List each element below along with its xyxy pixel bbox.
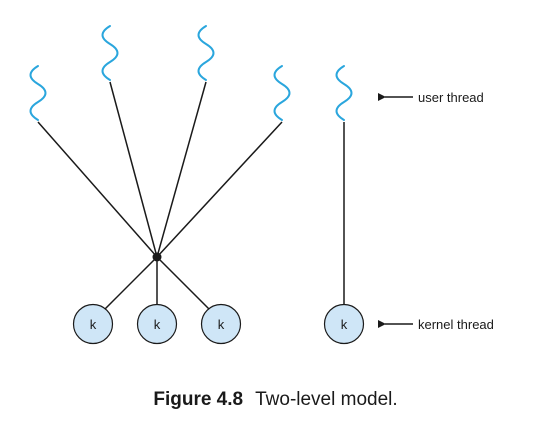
user-to-junction-line-4 <box>156 121 283 258</box>
kernel-thread-node-2: k <box>136 303 178 345</box>
user-thread-squiggle-5 <box>335 65 353 121</box>
user-to-junction-line-2 <box>109 81 158 258</box>
kernel-thread-node-1: k <box>72 303 114 345</box>
multiplex-junction-dot <box>152 252 162 262</box>
junction-to-kernel-line-3 <box>156 256 211 311</box>
user-to-junction-line-1 <box>37 121 158 258</box>
kernel-thread-symbol: k <box>341 317 348 332</box>
user-thread-squiggle-1 <box>29 65 47 121</box>
figure-title: Two-level model. <box>255 389 398 410</box>
kernel-thread-node-4: k <box>323 303 365 345</box>
kernel-thread-node-3: k <box>200 303 242 345</box>
figure-caption: Figure 4.8 Two-level model. <box>0 389 551 411</box>
junction-to-kernel-line-1 <box>103 256 158 311</box>
figure-number: Figure 4.8 <box>153 389 244 410</box>
user-thread-label: user thread <box>418 90 484 105</box>
user-thread-squiggle-3 <box>197 25 215 81</box>
user-to-junction-line-3 <box>156 81 207 258</box>
kernel-thread-symbol: k <box>218 317 225 332</box>
kernel-thread-symbol: k <box>90 317 97 332</box>
user-thread-squiggle-2 <box>101 25 119 81</box>
kernel-thread-symbol: k <box>154 317 161 332</box>
kernel-thread-label: kernel thread <box>418 317 494 332</box>
user-thread-squiggle-4 <box>273 65 291 121</box>
